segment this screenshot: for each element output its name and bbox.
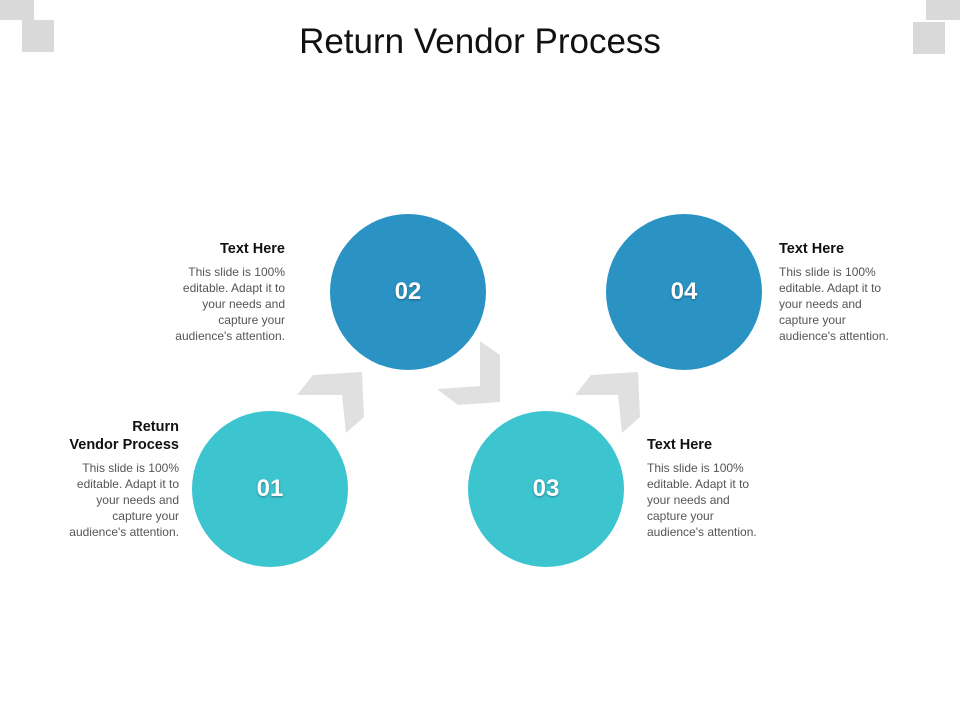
step-02-heading: Text Here	[219, 241, 285, 257]
step-04-number: 04	[670, 278, 698, 305]
step-02-number: 02	[394, 278, 422, 305]
step-03-circle: 03	[468, 411, 624, 567]
step-04-body: This slide is 100% editable. Adapt it to…	[779, 265, 889, 343]
step-03-heading: Text Here	[647, 437, 713, 453]
step-01-heading-line2: Vendor Process	[69, 437, 179, 453]
step-03-number: 03	[532, 475, 560, 502]
corner-square-top-left-front	[22, 20, 54, 52]
corner-square-top-left-back	[0, 0, 34, 20]
corner-square-top-right-back	[926, 0, 960, 20]
step-02-body: This slide is 100% editable. Adapt it to…	[175, 265, 285, 343]
arrow-01-to-02	[297, 372, 364, 433]
step-04-heading: Text Here	[779, 241, 845, 257]
arrow-03-to-04	[575, 372, 640, 433]
step-03-text-block: Text Here This slide is 100% editable. A…	[647, 436, 797, 540]
arrow-02-to-03	[437, 341, 500, 405]
step-01-circle: 01	[192, 411, 348, 567]
step-02-circle: 02	[330, 214, 486, 370]
step-01-text-block: Return Vendor Process This slide is 100%…	[29, 418, 179, 540]
step-01-body: This slide is 100% editable. Adapt it to…	[69, 461, 179, 539]
step-01-heading: Return Vendor Process	[29, 418, 179, 454]
step-01-number: 01	[256, 475, 284, 502]
corner-square-top-right-front	[913, 22, 945, 54]
step-03-body: This slide is 100% editable. Adapt it to…	[647, 461, 757, 539]
slide-title: Return Vendor Process	[299, 22, 661, 61]
step-04-circle: 04	[606, 214, 762, 370]
step-04-text-block: Text Here This slide is 100% editable. A…	[779, 240, 929, 344]
step-01-heading-line1: Return	[132, 419, 179, 435]
step-02-text-block: Text Here This slide is 100% editable. A…	[135, 240, 285, 344]
